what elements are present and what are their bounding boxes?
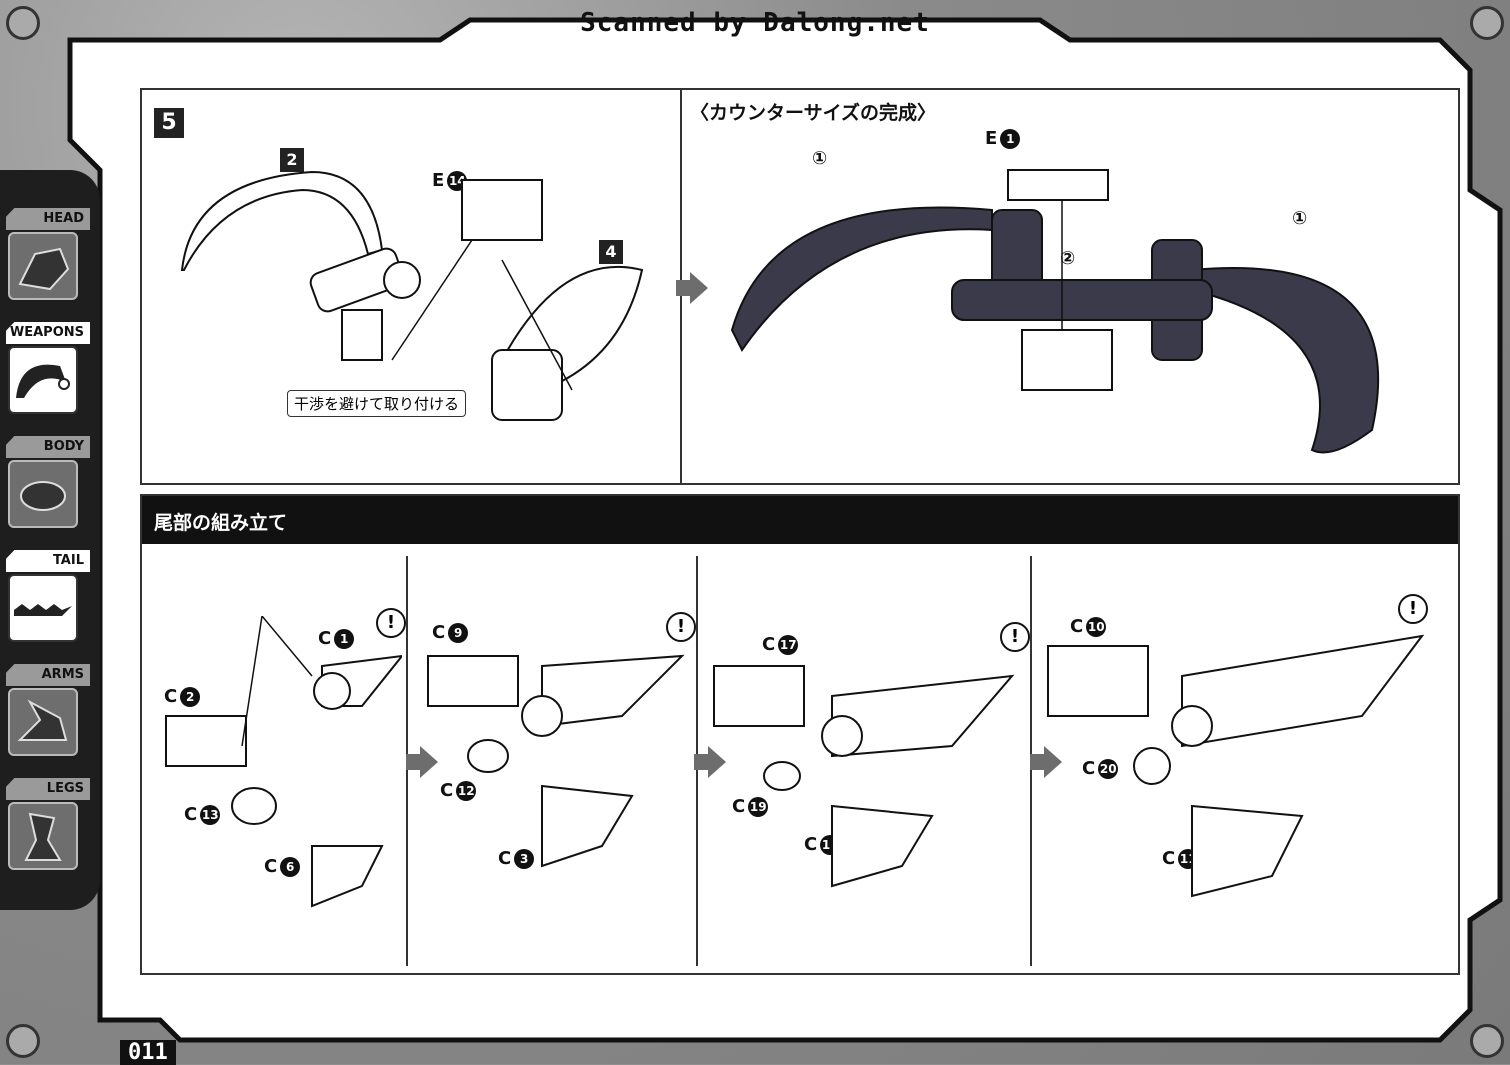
assembly-note: 干渉を避けて取り付ける xyxy=(287,390,467,417)
order-marker: ① xyxy=(1292,208,1308,229)
legs-icon xyxy=(8,802,78,870)
corner-bolt-icon xyxy=(1470,6,1504,40)
head-icon xyxy=(8,232,78,300)
tail-step3-illustration xyxy=(713,665,1015,888)
arms-icon xyxy=(8,688,78,756)
tab-weapons[interactable]: WEAPONS xyxy=(6,322,90,426)
corner-bolt-icon xyxy=(6,6,40,40)
page-number: 011 xyxy=(120,1040,176,1065)
corner-bolt-icon xyxy=(1470,1024,1504,1058)
next-step-arrow-icon xyxy=(1030,746,1062,778)
tab-arms[interactable]: ARMS xyxy=(6,664,90,768)
tail-step4-illustration xyxy=(1047,634,1425,898)
tab-label: BODY xyxy=(6,436,90,458)
tail-step1-illustration xyxy=(165,616,402,908)
scythe-parts-illustration xyxy=(180,170,644,421)
tab-label: ARMS xyxy=(6,664,90,686)
part-badge: 4 xyxy=(599,240,623,264)
next-step-arrow-icon xyxy=(694,746,726,778)
scythe-icon xyxy=(8,346,78,414)
tab-label: TAIL xyxy=(6,550,90,572)
order-marker: ① xyxy=(812,148,828,169)
caution-icon: ! xyxy=(1000,622,1030,652)
section-sidebar: HEAD WEAPONS BODY TAIL ARMS LEGS xyxy=(0,170,100,910)
scan-credit: Scanned by Dalong.net xyxy=(580,8,930,38)
caution-icon: ! xyxy=(376,608,406,638)
tab-body[interactable]: BODY xyxy=(6,436,90,540)
next-step-arrow-icon xyxy=(406,746,438,778)
assembled-scythe-illustration xyxy=(730,169,1380,454)
section-title-bar: 尾部の組み立て xyxy=(142,496,1458,544)
tail-step2-illustration xyxy=(427,654,685,868)
corner-bolt-icon xyxy=(6,1024,40,1058)
tab-label: HEAD xyxy=(6,208,90,230)
caution-icon: ! xyxy=(666,612,696,642)
tab-head[interactable]: HEAD xyxy=(6,208,90,312)
tab-label: LEGS xyxy=(6,778,90,800)
order-marker: ② xyxy=(1060,248,1076,269)
section-title: 尾部の組み立て xyxy=(154,512,288,534)
tab-legs[interactable]: LEGS xyxy=(6,778,90,882)
part-badge: 2 xyxy=(280,148,304,172)
caution-icon: ! xyxy=(1398,594,1428,624)
next-step-arrow-icon xyxy=(676,272,708,304)
tab-tail[interactable]: TAIL xyxy=(6,550,90,654)
body-icon xyxy=(8,460,78,528)
tab-label: WEAPONS xyxy=(6,322,90,344)
step-number: 5 xyxy=(154,108,184,138)
step-subtitle: 〈カウンターサイズの完成〉 xyxy=(690,102,937,124)
tail-icon xyxy=(8,574,78,642)
